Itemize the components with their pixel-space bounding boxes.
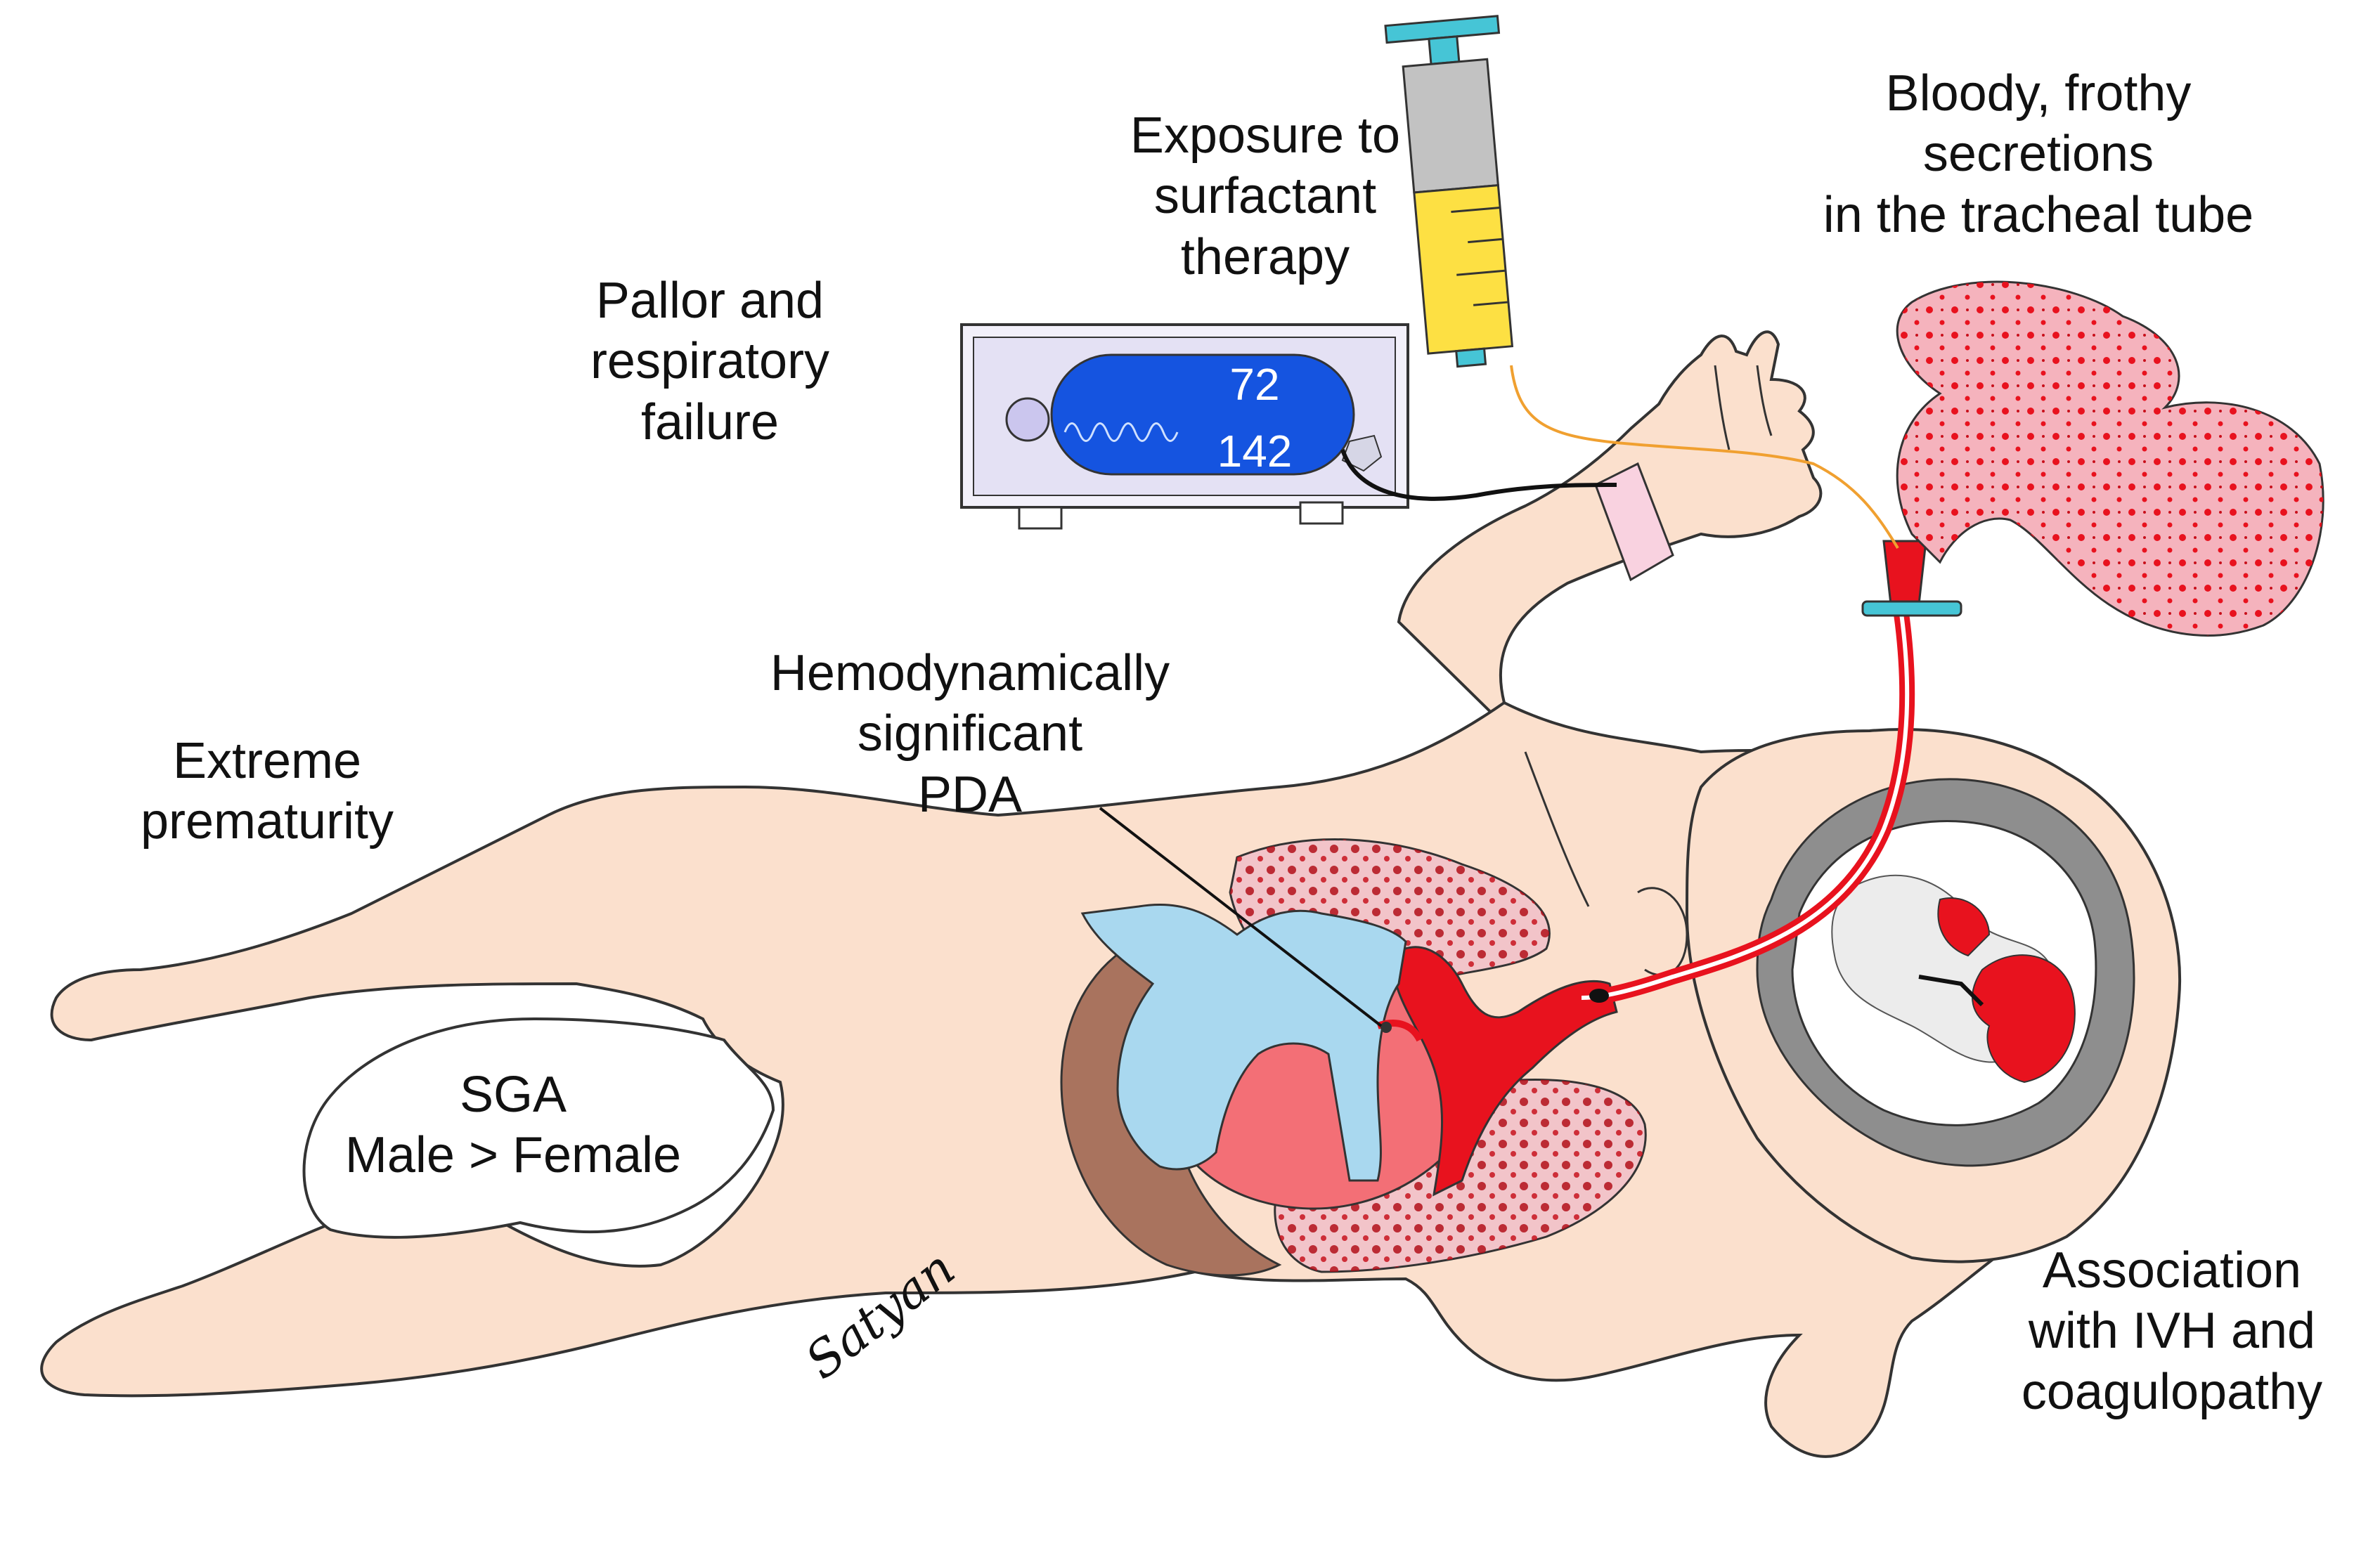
tracheal-tube: [1581, 540, 1962, 1006]
hand-fingers: [1714, 365, 1773, 450]
label-surfactant: Exposure to surfactant therapy: [1130, 108, 1401, 285]
wristband: [1594, 462, 1674, 582]
ecg-trace: [1063, 422, 1179, 442]
label-ivh: Association with IVH and coagulopathy: [2021, 1242, 2323, 1420]
ivh-bleed: [1937, 897, 1991, 957]
label-pda: Hemodynamically significant PDA: [770, 645, 1170, 823]
aorta: [1390, 946, 1618, 1197]
vital-monitor: [960, 323, 1617, 530]
arm-crease: [1524, 751, 1590, 907]
label-sga: SGA Male > Female: [344, 1067, 682, 1184]
label-prematurity: Extreme prematurity: [140, 733, 394, 850]
iv-line: [1510, 365, 1899, 549]
monitor-spo2: 142: [1217, 426, 1293, 476]
syringe: [1384, 15, 1514, 368]
tube-connector: [1882, 540, 1927, 606]
pda-pointer: [1099, 807, 1383, 1027]
brain: [1756, 778, 2135, 1167]
monitor-heart-rate: 72: [1229, 359, 1280, 410]
label-pallor: Pallor and respiratory failure: [590, 273, 830, 450]
monitor-cable: [1340, 449, 1617, 501]
blue-vessels: [1080, 903, 1407, 1182]
ivh-bleed-large: [1972, 954, 2076, 1084]
leg-gap: [302, 1017, 775, 1239]
tube-flange: [1861, 600, 1962, 617]
heart: [1080, 903, 1618, 1210]
label-secretions: Bloody, frothy secretions in the trachea…: [1823, 65, 2254, 243]
frothy-secretions: [1896, 280, 2324, 637]
